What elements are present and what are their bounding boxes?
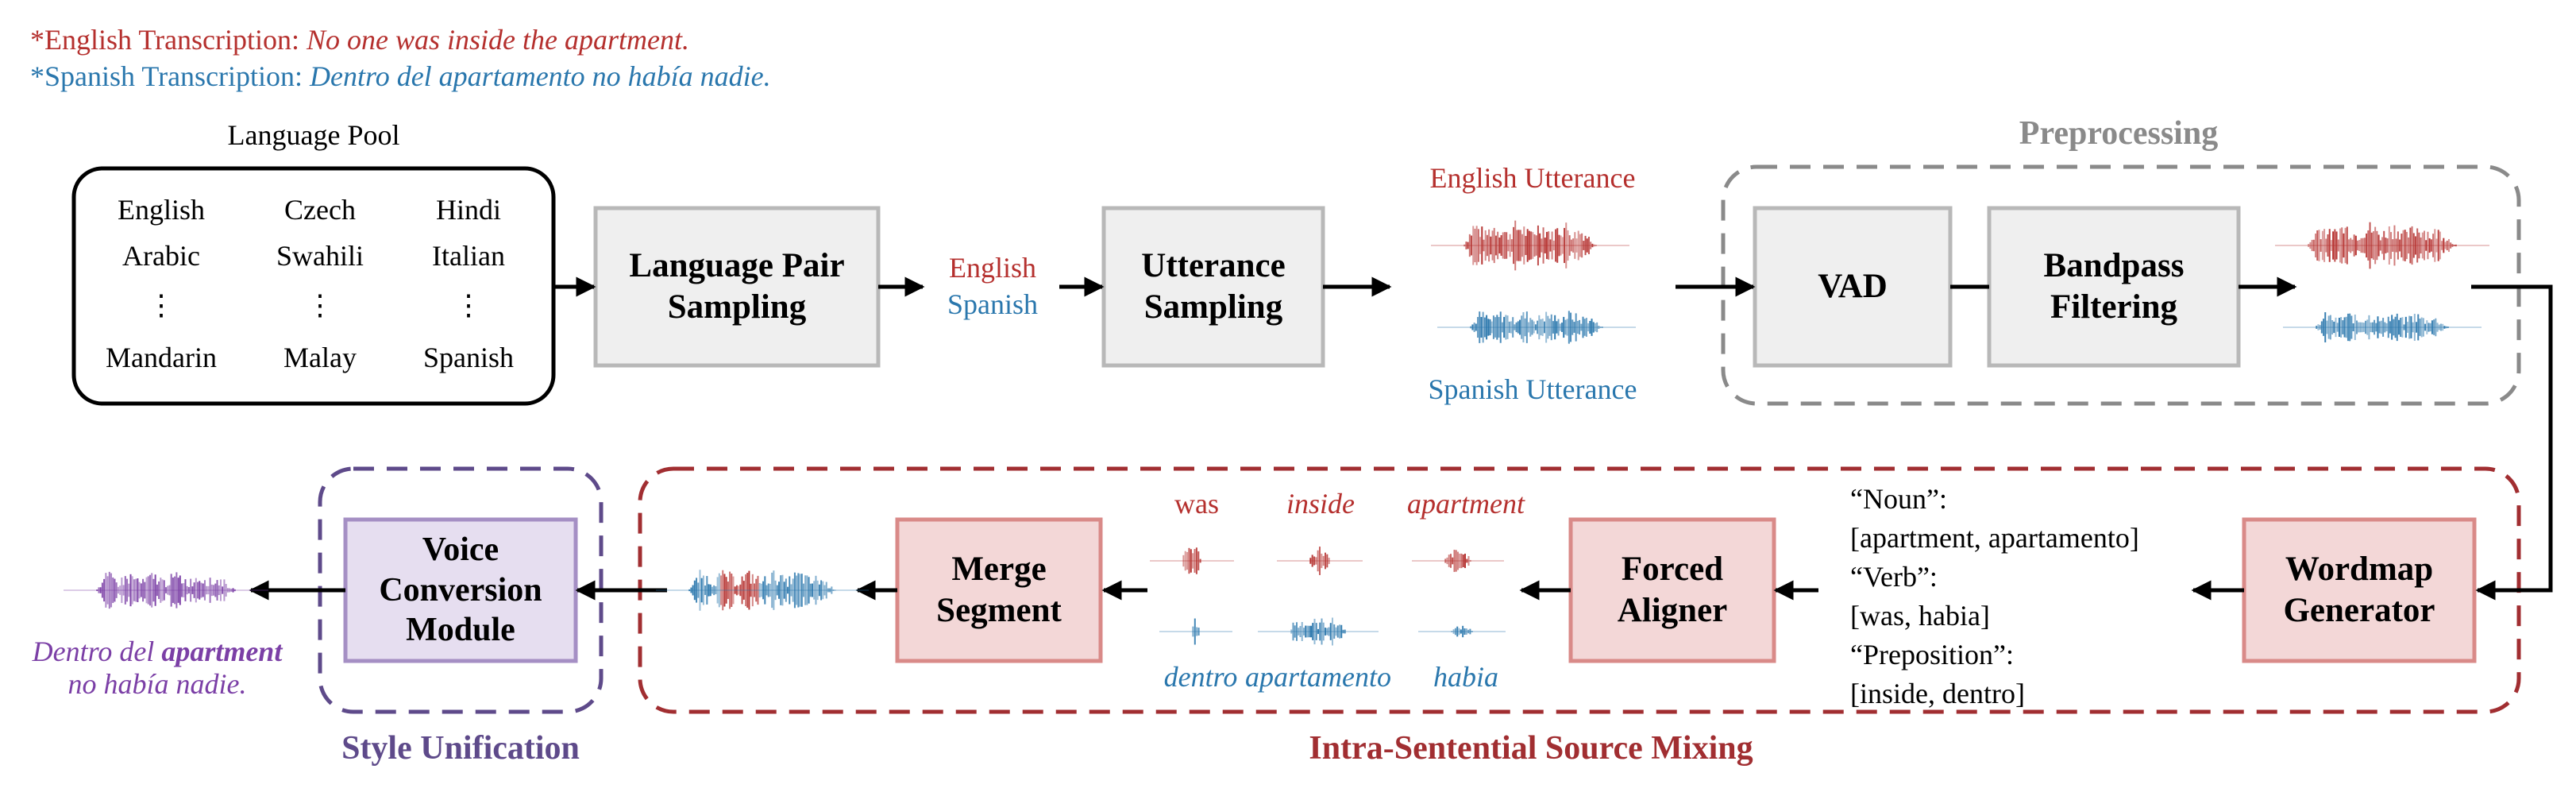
box-label-line: Segment	[936, 592, 1062, 629]
style-unification-title: Style Unification	[341, 730, 580, 767]
segment-dentro	[1159, 618, 1232, 645]
language-pool-item: ⋮	[147, 289, 175, 321]
box-label-line: Conversion	[379, 571, 542, 609]
intra-sentential-title: Intra-Sentential Source Mixing	[1309, 730, 1753, 767]
language-pool-item: Mandarin	[106, 342, 217, 373]
spanish-transcription-prefix: *Spanish Transcription:	[30, 60, 310, 92]
converted-waveform	[64, 571, 268, 609]
box-label-line: Filtering	[2050, 288, 2177, 326]
language-pool-item: Hindi	[435, 194, 502, 226]
aligned-word-apartment: apartment	[1407, 488, 1525, 520]
pair-label-spanish: Spanish	[947, 288, 1039, 320]
language-pool-item: Spanish	[422, 342, 515, 373]
language-pool-item: Italian	[432, 240, 505, 272]
box-label-line: Wordmap	[2285, 551, 2434, 589]
vad-text: VAD	[1818, 266, 1888, 307]
language-pool-item: Czech	[284, 194, 356, 226]
box-label-line: Sampling	[1143, 288, 1283, 326]
aligned-word-apartamento: apartamento	[1245, 661, 1391, 693]
aligned-word-inside: inside	[1286, 488, 1355, 520]
language-pair-sampling-box	[593, 206, 881, 368]
wordmap-line: “Noun”:	[1850, 483, 1947, 515]
aligned-word-dentro: dentro	[1163, 661, 1238, 693]
spanish-utterance-label: Spanish Utterance	[1428, 373, 1637, 405]
box-label-line: Aligner	[1617, 592, 1728, 629]
filtered-spanish-waveform	[2283, 312, 2482, 342]
pair-label-english: English	[948, 252, 1037, 284]
output-sentence-line2: no había nadie.	[67, 668, 247, 701]
vad-label: VAD	[1755, 208, 1950, 365]
wordmap-line: “Preposition”:	[1850, 639, 2014, 670]
language-pool-item: ⋮	[306, 289, 334, 321]
segment-habia	[1418, 625, 1506, 638]
language-pool-item: ⋮	[454, 289, 483, 321]
box-label-line: Voice	[422, 531, 499, 569]
segment-was	[1150, 547, 1234, 574]
arrow-preprocessing-to-wordmap	[2471, 284, 2553, 601]
aligned-word-habia: habia	[1433, 661, 1499, 693]
box-label-line: Sampling	[667, 288, 807, 326]
language-pool-item: Swahili	[276, 240, 364, 272]
english-utterance-label: English Utterance	[1429, 162, 1636, 194]
output-sentence-line1: Dentro del apartment	[33, 636, 283, 668]
box-label-line: Bandpass	[2043, 247, 2185, 285]
box-label-line: Utterance	[1141, 247, 1286, 285]
output-sentence: Dentro del apartment no había nadie.	[33, 636, 283, 701]
segment-apartment	[1412, 550, 1504, 572]
wordmap-line: [was, habia]	[1850, 600, 1990, 632]
english-transcription-prefix: *English Transcription:	[30, 24, 307, 56]
box-label-line: Generator	[2283, 592, 2435, 629]
wordmap-line: [apartment, apartamento]	[1850, 522, 2139, 554]
box-label-line: Forced	[1621, 551, 1724, 589]
spanish-utterance-waveform	[1437, 311, 1636, 344]
spanish-transcription-note: *Spanish Transcription: Dentro del apart…	[30, 60, 771, 93]
box-label-line: Language Pair	[629, 247, 845, 285]
box-label-line: Module	[406, 612, 515, 649]
english-utterance-waveform	[1431, 220, 1629, 271]
segment-apartamento	[1258, 617, 1379, 646]
voice-conversion-module-box	[343, 517, 578, 663]
language-pool-item: Arabic	[122, 240, 200, 272]
language-pool-item: Malay	[283, 342, 357, 373]
wordmap-line: “Verb”:	[1850, 561, 1938, 593]
language-pool-item: English	[117, 194, 206, 226]
output-part1: Dentro del	[32, 636, 162, 667]
english-transcription-text: No one was inside the apartment.	[307, 24, 690, 56]
box-label-line: Merge	[951, 551, 1047, 589]
spanish-transcription-text: Dentro del apartamento no había nadie.	[310, 60, 771, 92]
segment-inside	[1277, 547, 1363, 575]
english-transcription-note: *English Transcription: No one was insid…	[30, 24, 689, 56]
preprocessing-title: Preprocessing	[2019, 115, 2219, 152]
output-bold-word: apartment	[161, 636, 283, 667]
wordmap-text: “Noun”: [apartment, apartamento] “Verb”: [w…	[1850, 480, 2139, 713]
language-pool-title: Language Pool	[227, 119, 400, 151]
aligned-word-was: was	[1174, 488, 1219, 520]
box-label-line: VAD	[1818, 268, 1888, 306]
wordmap-line: [inside, dentro]	[1850, 678, 2025, 709]
waveforms	[64, 220, 2489, 646]
merged-waveform	[656, 570, 869, 611]
filtered-english-waveform	[2275, 222, 2489, 269]
